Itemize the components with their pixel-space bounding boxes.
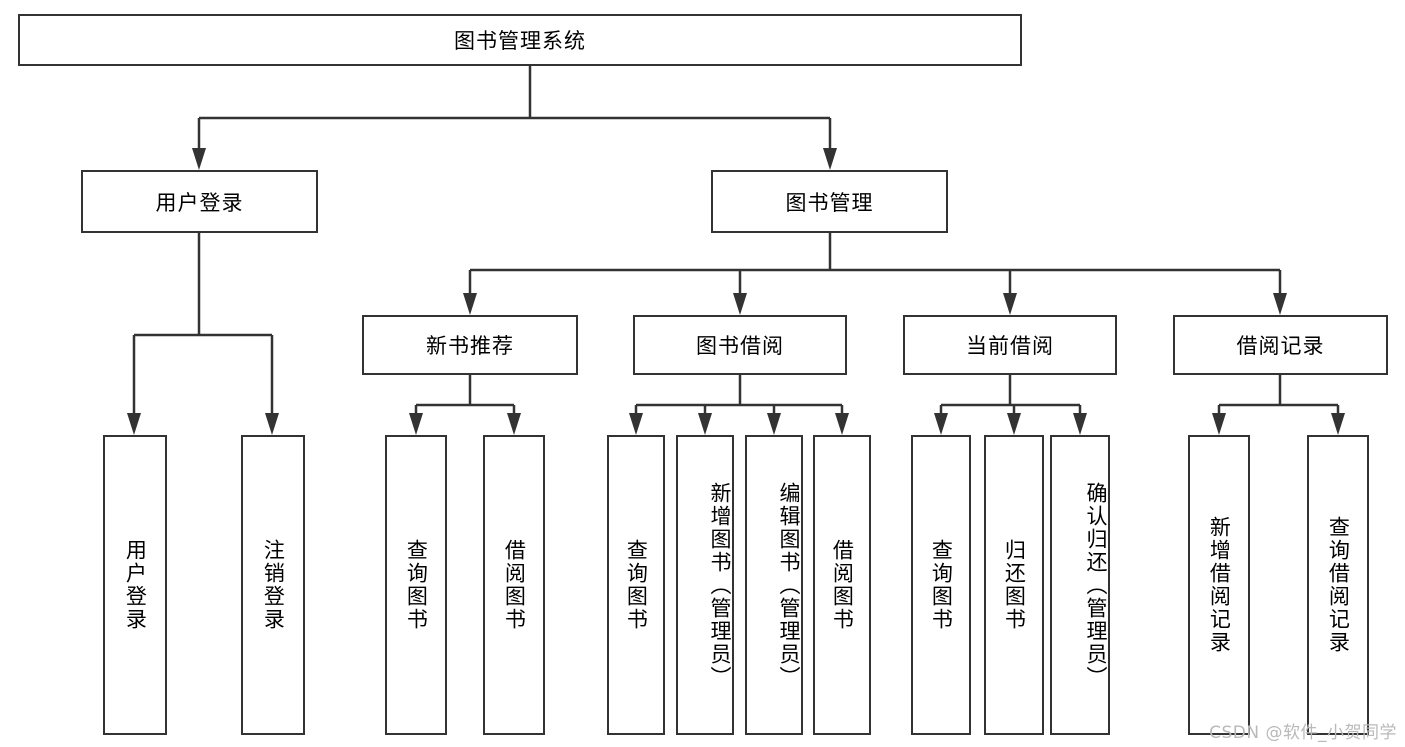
- arrow-head-borrow-books: [733, 293, 747, 315]
- leaf-node[interactable]: 查询图书: [607, 435, 665, 735]
- leaf-label: 用户登录: [123, 539, 148, 631]
- node-book-management[interactable]: 图书管理: [711, 170, 948, 233]
- leaf-label: 借阅图书: [830, 539, 855, 631]
- node-borrow-records-label: 借阅记录: [1236, 334, 1325, 358]
- node-user-login-label: 用户登录: [155, 190, 244, 215]
- leaf-label: 编辑图书（管理员）: [777, 481, 801, 689]
- csdn-watermark: CSDN @软件_小贺同学: [1209, 723, 1397, 743]
- leaf-node[interactable]: 查询图书: [911, 435, 971, 735]
- arrow-head-new-books: [463, 293, 477, 315]
- node-current-borrow[interactable]: 当前借阅: [903, 315, 1117, 375]
- arrow-head-leaf-10: [1007, 413, 1021, 435]
- node-borrow-records[interactable]: 借阅记录: [1173, 315, 1388, 375]
- arrow-head-leaf-11: [1073, 413, 1087, 435]
- arrow-head-leaf-2: [265, 413, 279, 435]
- leaf-node[interactable]: 借阅图书: [483, 435, 545, 735]
- leaf-label: 确认归还（管理员）: [1084, 481, 1108, 689]
- leaf-node[interactable]: 借阅图书: [813, 435, 871, 735]
- leaf-node[interactable]: 用户登录: [103, 435, 167, 735]
- leaf-label: 归还图书: [1002, 539, 1027, 631]
- arrow-head-leaf-5: [629, 413, 643, 435]
- leaf-label: 注销登录: [261, 539, 286, 631]
- node-new-book-recommend[interactable]: 新书推荐: [362, 315, 578, 375]
- arrow-head-leaf-9: [934, 413, 948, 435]
- leaf-node[interactable]: 查询借阅记录: [1307, 435, 1369, 735]
- leaf-node[interactable]: 查询图书: [385, 435, 447, 735]
- arrow-head-user-login: [192, 148, 206, 170]
- arrow-head-leaf-8: [835, 413, 849, 435]
- node-root[interactable]: 图书管理系统: [18, 14, 1022, 66]
- node-current-borrow-label: 当前借阅: [966, 334, 1054, 358]
- leaf-node[interactable]: 编辑图书（管理员）: [745, 435, 803, 735]
- leaf-node[interactable]: 归还图书: [984, 435, 1044, 735]
- arrow-head-leaf-6: [698, 413, 712, 435]
- node-root-label: 图书管理系统: [454, 29, 586, 53]
- arrow-head-leaf-1: [127, 413, 141, 435]
- leaf-label: 查询图书: [929, 539, 954, 631]
- node-book-management-label: 图书管理: [785, 190, 874, 215]
- leaf-label: 新增借阅记录: [1207, 516, 1232, 654]
- arrow-head-leaf-3: [409, 413, 423, 435]
- node-book-borrow[interactable]: 图书借阅: [633, 315, 847, 375]
- arrow-head-leaf-12: [1212, 413, 1226, 435]
- arrow-head-book-mgmt: [823, 148, 837, 170]
- leaf-label: 借阅图书: [502, 539, 527, 631]
- node-book-borrow-label: 图书借阅: [696, 334, 784, 358]
- arrow-head-leaf-7: [767, 413, 781, 435]
- leaf-label: 新增图书（管理员）: [708, 481, 732, 689]
- node-new-book-recommend-label: 新书推荐: [426, 334, 514, 358]
- leaf-node[interactable]: 新增图书（管理员）: [676, 435, 734, 735]
- arrow-head-current-borrow: [1003, 293, 1017, 315]
- node-user-login[interactable]: 用户登录: [81, 170, 318, 233]
- leaf-node[interactable]: 注销登录: [241, 435, 305, 735]
- leaf-label: 查询图书: [404, 539, 429, 631]
- leaf-label: 查询借阅记录: [1326, 516, 1351, 654]
- leaf-label: 查询图书: [624, 539, 649, 631]
- arrow-head-borrow-records: [1273, 293, 1287, 315]
- arrow-head-leaf-4: [507, 413, 521, 435]
- leaf-node[interactable]: 确认归还（管理员）: [1050, 435, 1110, 735]
- arrow-head-leaf-13: [1331, 413, 1345, 435]
- leaf-node[interactable]: 新增借阅记录: [1188, 435, 1250, 735]
